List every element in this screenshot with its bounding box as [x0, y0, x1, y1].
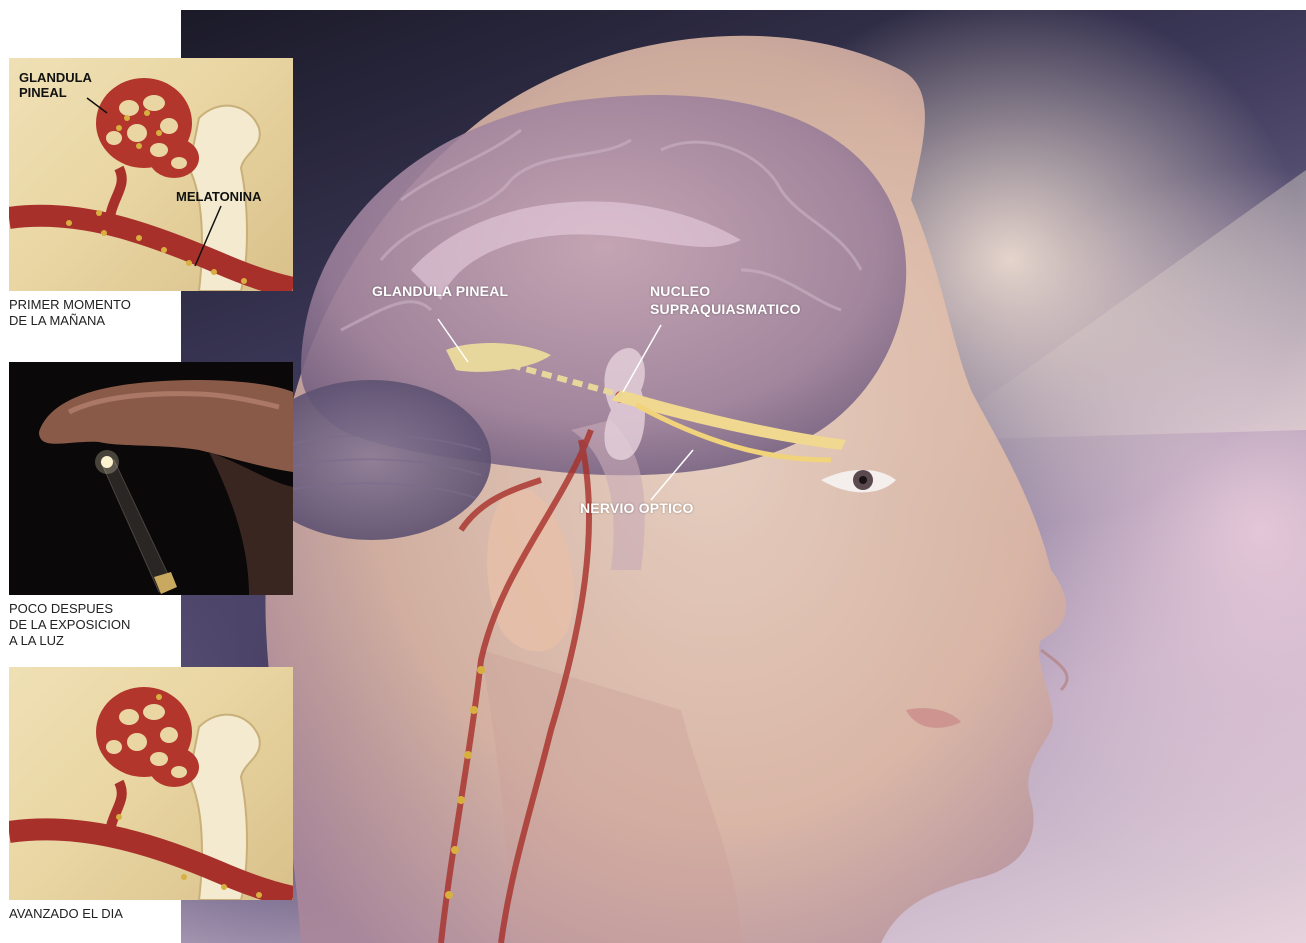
head-drawing — [181, 10, 1306, 943]
light-glow — [95, 450, 119, 474]
panel-later-day — [9, 667, 293, 900]
label-scn-line2: SUPRAQUIASMATICO — [650, 301, 801, 318]
label-melatonin: MELATONINA — [176, 189, 261, 204]
caption-light-exposure: POCO DESPUES DE LA EXPOSICION A LA LUZ — [9, 601, 130, 649]
head-cross-section-illustration: GLANDULA PINEAL NUCLEO SUPRAQUIASMATICO … — [181, 10, 1306, 943]
hand — [209, 452, 293, 595]
label-pineal-gland: GLANDULA PINEAL — [372, 283, 508, 300]
penlight — [101, 460, 174, 592]
label-optic-nerve: NERVIO OPTICO — [580, 500, 694, 517]
blood-vessel — [9, 216, 293, 288]
light-exposure-photo — [9, 362, 293, 595]
label-scn-line1: NUCLEO — [650, 283, 710, 300]
panel-light-exposure — [9, 362, 293, 595]
pupil — [859, 476, 867, 484]
caption-later-day: AVANZADO EL DIA — [9, 906, 123, 922]
caption-early-morning: PRIMER MOMENTO DE LA MAÑANA — [9, 297, 131, 329]
pineal-later-drawing — [9, 667, 293, 900]
label-gland-line1: GLANDULA — [19, 70, 92, 85]
label-gland-line2: PINEAL — [19, 85, 67, 100]
panel-early-morning: GLANDULA PINEAL MELATONINA — [9, 58, 293, 291]
blood-vessel — [9, 829, 293, 897]
light-rays — [941, 170, 1306, 440]
